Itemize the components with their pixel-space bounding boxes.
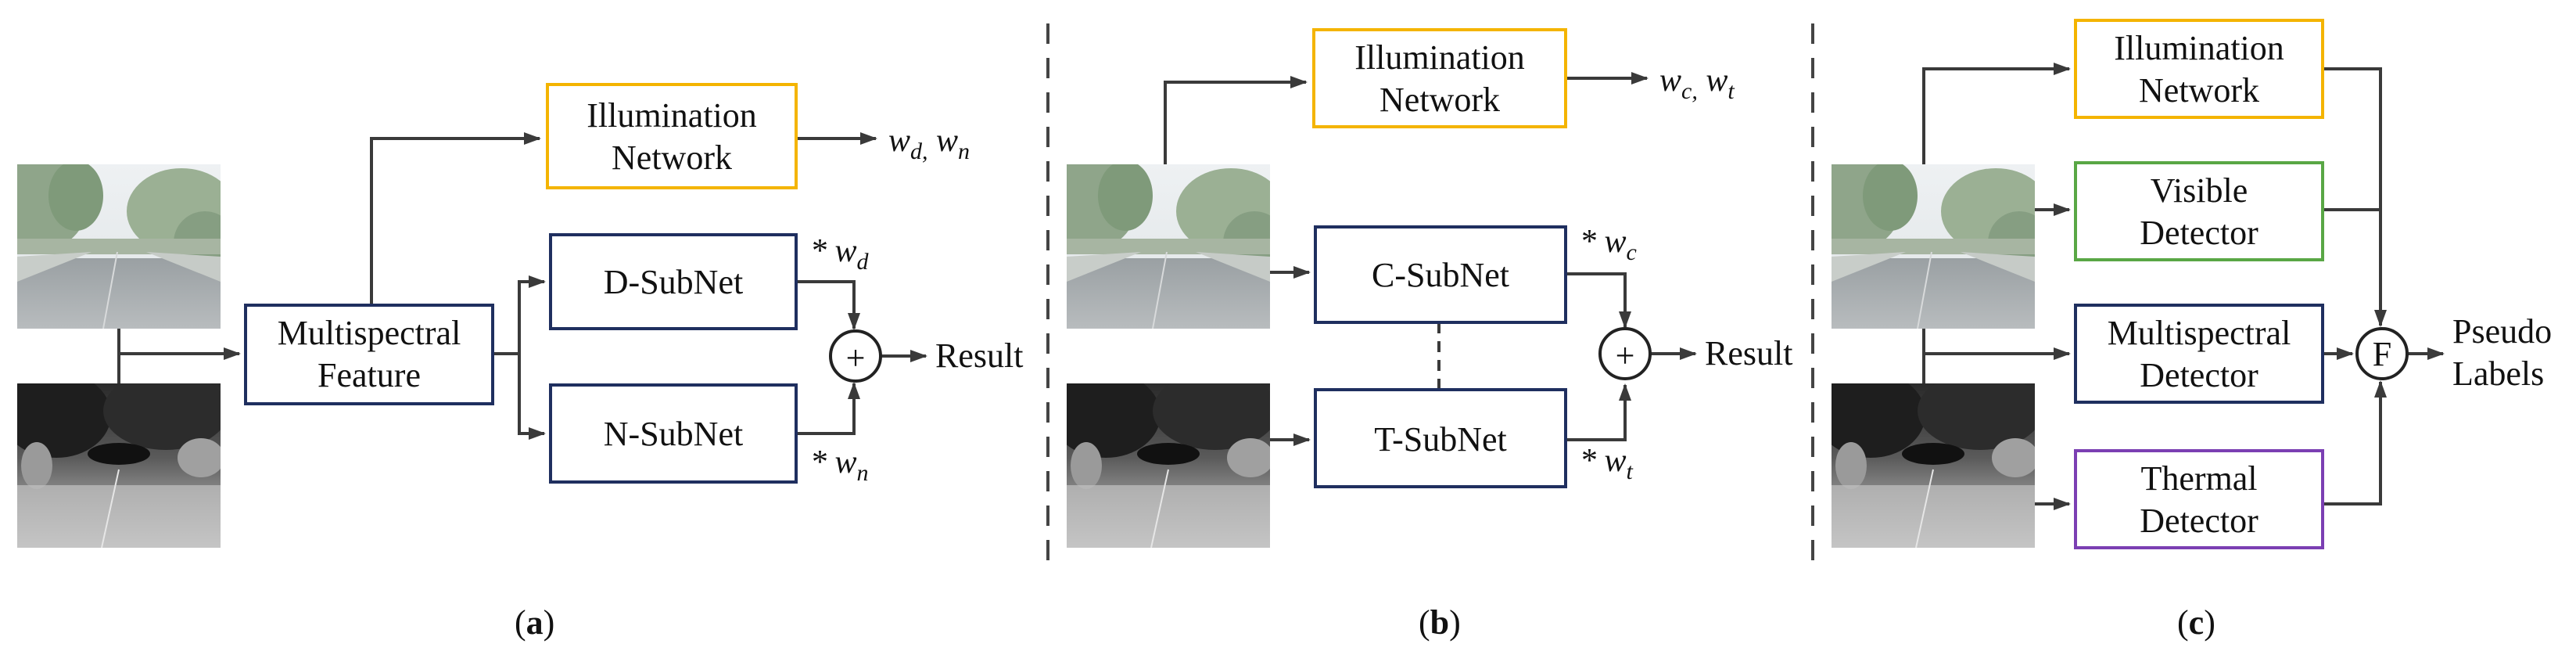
caption-c: (c) (2177, 603, 2215, 642)
visible-detector-line1: Visible (2151, 171, 2248, 210)
t-subnet-box (1314, 388, 1567, 488)
thermal-image-c (1832, 383, 2035, 548)
thermal-detector-line2: Detector (2140, 502, 2258, 540)
wire-to-n-subnet (518, 354, 546, 440)
illumination-b-line1: Illumination (1354, 38, 1525, 77)
thermal-detector-line1: Thermal (2140, 459, 2257, 498)
illumination-output-b: wc, wt (1659, 63, 1735, 104)
wire-illum-to-fusion (2323, 67, 2387, 327)
fusion-symbol: F (2373, 335, 2391, 373)
illumination-c-line2: Network (2139, 71, 2259, 110)
visible-image (17, 164, 221, 329)
fusion-node (2355, 327, 2409, 380)
multispectral-label-line1: Multispectral (278, 314, 461, 352)
visible-image-b (1067, 164, 1270, 329)
illumination-network-box-c (2074, 19, 2324, 119)
thermal-image (17, 383, 221, 548)
caption-a: (a) (515, 603, 554, 642)
panel-b: Illumination Network wc, wt C-SubNet T-S… (1067, 28, 1792, 642)
d-subnet-label: D-SubNet (604, 263, 743, 301)
multispectral-detector-line2: Detector (2140, 356, 2258, 394)
c-subnet-box (1314, 225, 1567, 324)
multispectral-detector-line1: Multispectral (2108, 314, 2291, 352)
sum-node-b (1598, 327, 1652, 380)
d-subnet-box (549, 233, 798, 330)
weight-c: * wc (1580, 224, 1637, 265)
sum-node-a (829, 329, 882, 383)
wire-to-d-subnet (493, 275, 546, 355)
illumination-network-box-a (546, 83, 798, 189)
multispectral-label-line2: Feature (318, 356, 421, 394)
panel-c: Illumination Network Visible Detector Mu… (1832, 19, 2552, 642)
multispectral-detector-box (2074, 304, 2324, 404)
caption-b: (b) (1419, 603, 1461, 642)
thermal-detector-box (2074, 449, 2324, 549)
panel-a: Illumination Network wd, wn Multispectra… (17, 83, 1023, 642)
weight-n: * wn (810, 444, 869, 486)
c-subnet-label: C-SubNet (1372, 256, 1509, 294)
illumination-c-line1: Illumination (2114, 29, 2284, 67)
illumination-label-line1: Illumination (587, 96, 757, 135)
illumination-b-line2: Network (1379, 81, 1500, 119)
pseudo-labels-line2: Labels (2452, 354, 2544, 393)
n-subnet-label: N-SubNet (604, 415, 743, 453)
wire-c-to-sum (1566, 272, 1631, 329)
wire-d-to-sum (796, 280, 860, 330)
illumination-output-a: wd, wn (888, 123, 970, 164)
wire-to-illumination-a (370, 132, 541, 307)
sum-symbol-a: + (846, 339, 866, 377)
visible-detector-line2: Detector (2140, 214, 2258, 252)
sum-symbol-b: + (1616, 336, 1635, 375)
visible-image-c (1832, 164, 2035, 329)
illumination-label-line2: Network (612, 139, 732, 177)
weight-t: * wt (1580, 443, 1634, 484)
wire-thermal-to-fusion (2323, 380, 2387, 505)
visible-detector-box (2074, 161, 2324, 261)
result-label-a: Result (935, 336, 1023, 375)
t-subnet-label: T-SubNet (1374, 420, 1507, 459)
thermal-image-b (1067, 383, 1270, 548)
result-label-b: Result (1705, 334, 1792, 372)
weight-d: * wd (810, 233, 870, 275)
wire-t-to-sum (1566, 383, 1631, 441)
wire-to-illumination-b (1164, 76, 1308, 164)
wire-to-illumination-c (1922, 63, 2071, 164)
n-subnet-box (549, 383, 798, 484)
illumination-network-box-b (1312, 28, 1567, 128)
multispectral-feature-box (244, 304, 494, 405)
wire-n-to-sum (796, 382, 860, 435)
pseudo-labels-line1: Pseudo (2452, 312, 2552, 351)
